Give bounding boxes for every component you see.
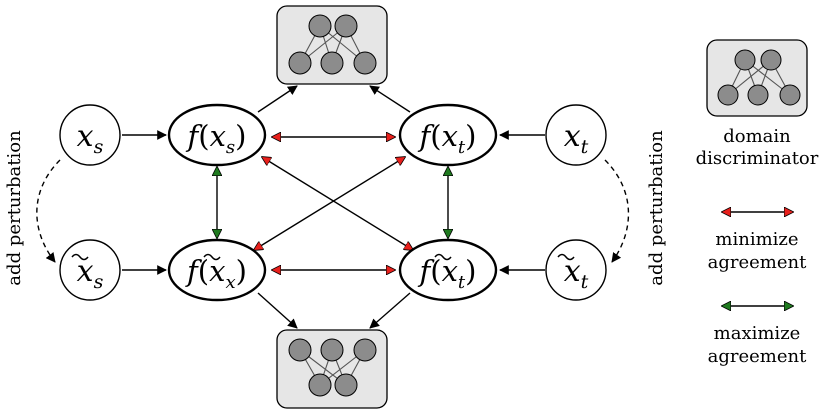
- tilde-mark: [557, 253, 575, 261]
- neuron-icon: [308, 14, 332, 38]
- discriminator-bottom: [276, 329, 388, 409]
- legend-maximize-line2: agreement: [708, 346, 807, 367]
- legend-discriminator: domain discriminator: [696, 39, 819, 169]
- legend-discriminator-line2: discriminator: [696, 148, 819, 169]
- legend-discriminator-line1: domain: [723, 126, 791, 147]
- neuron-icon: [353, 338, 377, 362]
- edge-fxs-tilde-to-bottom-disc: [257, 292, 298, 329]
- svg-text:f(xs): f(xs): [186, 119, 247, 158]
- neuron-icon: [308, 373, 332, 397]
- svg-text:xs: xs: [77, 254, 104, 293]
- neuron-icon: [320, 338, 344, 362]
- node-f-xs: f(xs): [167, 103, 267, 167]
- legend-minimize: minimize agreement: [708, 212, 807, 273]
- node-xt: xt: [545, 104, 607, 166]
- edge-diag-fxs-fxt-tilde: [262, 157, 413, 250]
- perturbation-label-left: add perturbation: [4, 130, 25, 286]
- legend: domain discriminator minimize agreement …: [696, 39, 819, 367]
- node-xt-tilde: xt: [545, 239, 607, 301]
- edge-fxt-tilde-to-bottom-disc: [369, 292, 411, 329]
- neuron-icon: [734, 49, 756, 71]
- neuron-icon: [747, 84, 769, 106]
- svg-text:xs: xs: [77, 119, 104, 158]
- neuron-icon: [779, 84, 801, 106]
- tilde-mark: [203, 253, 221, 261]
- neuron-icon: [334, 14, 358, 38]
- svg-text:xt: xt: [564, 119, 589, 158]
- legend-minimize-line1: minimize: [715, 229, 798, 250]
- node-f-xs-tilde: f(xx): [167, 238, 267, 302]
- svg-text:f(xt): f(xt): [418, 254, 477, 293]
- edge-perturb-right: [604, 159, 630, 263]
- node-f-xt-tilde: f(xt): [398, 238, 498, 302]
- discriminator-top: [276, 5, 388, 85]
- svg-text:xt: xt: [564, 254, 589, 293]
- edge-perturb-left: [36, 159, 61, 263]
- edge-fxt-to-top-disc: [369, 85, 411, 113]
- edges: [36, 85, 630, 329]
- perturbation-label-right: add perturbation: [646, 130, 667, 286]
- tilde-mark: [434, 253, 452, 261]
- legend-maximize: maximize agreement: [708, 306, 807, 367]
- node-xs-tilde: xs: [59, 239, 121, 301]
- neuron-icon: [760, 49, 782, 71]
- edge-diag-fxt-fxs-tilde: [254, 157, 405, 250]
- legend-minimize-line2: agreement: [708, 252, 807, 273]
- node-f-xt: f(xt): [398, 103, 498, 167]
- neuron-icon: [334, 373, 358, 397]
- neuron-icon: [320, 51, 344, 75]
- node-xs: xs: [59, 104, 121, 166]
- neuron-icon: [717, 84, 739, 106]
- svg-text:f(xx): f(xx): [185, 254, 247, 293]
- tilde-mark: [71, 253, 89, 261]
- neuron-icon: [288, 51, 312, 75]
- neuron-icon: [288, 338, 312, 362]
- edge-fxs-to-top-disc: [257, 85, 298, 113]
- legend-maximize-line1: maximize: [714, 323, 801, 344]
- svg-text:f(xt): f(xt): [418, 119, 477, 158]
- neuron-icon: [353, 51, 377, 75]
